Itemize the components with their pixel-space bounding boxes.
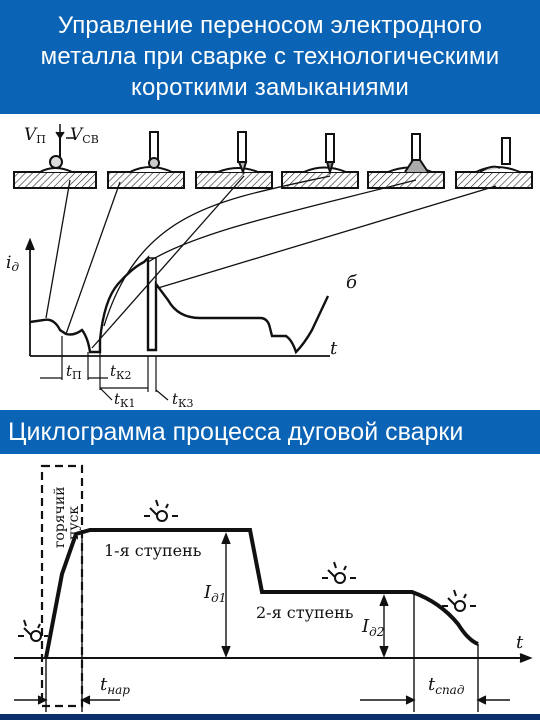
bottom-bar: [0, 714, 540, 720]
arc-icon-fall: [442, 589, 476, 612]
arc-icon-start: [18, 619, 48, 642]
title-line-3: короткими замыканиями: [131, 74, 409, 101]
feed-speed-arrow: [55, 124, 76, 140]
time-axis-label-top: t: [330, 338, 338, 359]
cyclogram-title: Циклограмма процесса дуговой сварки: [0, 410, 540, 454]
time-label-tp: tП: [66, 362, 82, 382]
connector-lines: [45, 175, 497, 349]
stage-1-label: 1-я ступень: [104, 541, 202, 560]
weld-speed-label: VСВ: [70, 125, 99, 146]
feed-speed-label: VП: [24, 125, 46, 146]
panel-letter: б: [346, 272, 358, 293]
fall-time-label: tспад: [428, 674, 465, 697]
frame-4: [281, 133, 359, 189]
cyclogram-current-profile: [44, 528, 479, 659]
title-banner: Управление переносом электродного металл…: [0, 0, 540, 114]
frame-1: [13, 136, 97, 189]
time-label-tk1: tК1: [114, 390, 136, 410]
frame-6: [455, 137, 533, 189]
stage-2-label: 2-я ступень: [256, 603, 354, 622]
title-line-2: металла при сварке с технологическими: [40, 43, 500, 70]
rise-time-label: tнар: [100, 674, 130, 697]
time-label-tk3: tК3: [172, 390, 194, 410]
frame-2: [107, 131, 185, 189]
current-2-label: Iд2: [361, 616, 384, 639]
title-line-1: Управление переносом электродного: [57, 12, 483, 39]
short-circuit-pulse: [147, 257, 157, 351]
time-label-tk2: tК2: [110, 362, 132, 382]
arc-icon-stage2: [322, 561, 356, 584]
cyclogram-time-label: t: [516, 632, 524, 653]
frame-5: [367, 133, 445, 189]
current-graph-axes: [25, 237, 330, 357]
cyclogram-time-axis: [14, 653, 533, 663]
hot-start-label-1: горячий: [52, 487, 68, 548]
current-waveform: [29, 255, 330, 355]
frame-3: [195, 131, 273, 189]
arc-icon-stage1: [144, 499, 178, 522]
electrode-frames: [13, 131, 533, 189]
current-1-label: Iд1: [203, 582, 226, 605]
current-axis-label: iд: [6, 253, 19, 274]
cyclogram-markers: [14, 532, 510, 712]
time-interval-markers: [40, 336, 169, 401]
